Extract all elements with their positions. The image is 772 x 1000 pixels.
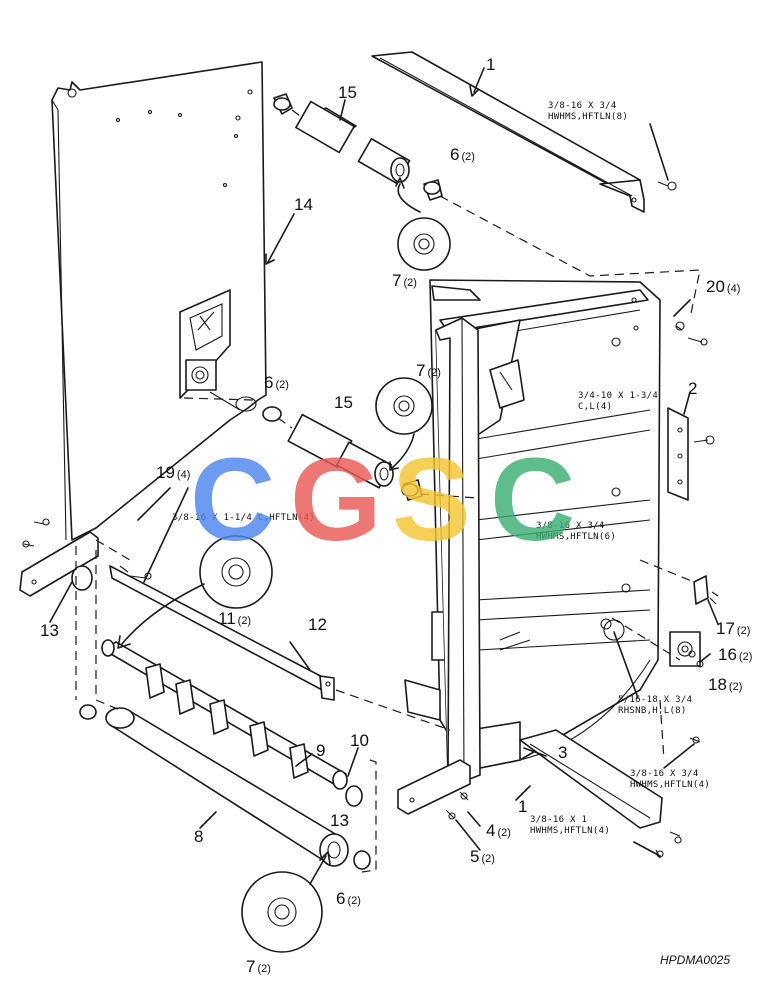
callout-9: 9 [316,741,325,760]
callout-1-top: 1 [486,55,495,74]
right-frame-assembly [404,279,661,771]
bearing-detail-7-top [395,177,451,271]
callout-19: 19(4) [156,463,190,482]
roller-8 [105,707,349,867]
callout-10: 10 [350,731,369,750]
front-upright-post [435,317,481,783]
callout-7-mid: 7(2) [416,361,441,380]
callout-18: 18(2) [708,675,742,694]
callouts: 1 1 2 3 4(2) 5(2) 6(2) 6(2) 6(2) 7(2) 7(… [40,55,752,976]
callout-1-bottom: 1 [518,797,527,816]
callout-8: 8 [194,827,203,846]
top-angle-bracket [371,51,645,213]
callout-15-mid: 15 [334,393,353,412]
note-4: 3/8-16 X 1-1/4 C,HFTLN(4) [172,513,315,523]
roller-9 [101,639,348,790]
watermark-letter-c1: C [190,434,275,566]
callout-11: 11(2) [218,609,251,628]
watermark-letter-g: G [290,434,382,566]
callout-5: 5(2) [470,847,495,866]
callout-3: 3 [558,743,567,762]
callout-17: 17(2) [716,619,750,638]
callout-13-left: 13 [40,621,59,640]
callout-16: 16(2) [718,645,752,664]
bearing-6-lower [353,850,371,870]
bearing-detail-7-bottom [241,851,331,953]
watermark-letter-s: S [392,434,471,566]
bearing-detail-11 [117,535,273,649]
watermark-letter-c2: C [490,434,575,566]
left-end-bracket [19,531,99,597]
roller-15-lower [262,406,423,501]
drawing-id: HPDMA0025 [660,953,730,967]
callout-4: 4(2) [486,821,511,840]
bearing-detail-7-mid [375,377,433,471]
right-end-bracket [397,759,471,815]
shaft-12 [109,565,335,701]
bearing-13-lower [345,785,363,807]
callout-7-bottom: 7(2) [246,957,271,976]
roller-15-upper [273,93,443,201]
callout-13-right: 13 [330,811,349,830]
hardware-bolts [22,181,719,859]
bushing-left [79,704,97,720]
assembly-lines [75,109,701,873]
callout-7-top: 7(2) [392,271,417,290]
callout-20: 20(4) [706,277,740,296]
side-plate [667,407,715,501]
callout-15-top: 15 [338,83,357,102]
bracket-16 [669,631,701,667]
callout-14: 14 [294,195,313,214]
callout-2: 2 [688,379,697,398]
callout-6-bottom: 6(2) [336,889,361,908]
callout-6-mid: 6(2) [264,373,289,392]
left-side-panel [51,61,267,541]
bracket-17 [693,575,717,605]
callout-12: 12 [308,615,327,634]
callout-6-top: 6(2) [450,145,475,164]
watermark: C G S C [190,434,575,566]
bottom-angle-bracket [519,729,663,829]
leader-lines [49,67,719,857]
